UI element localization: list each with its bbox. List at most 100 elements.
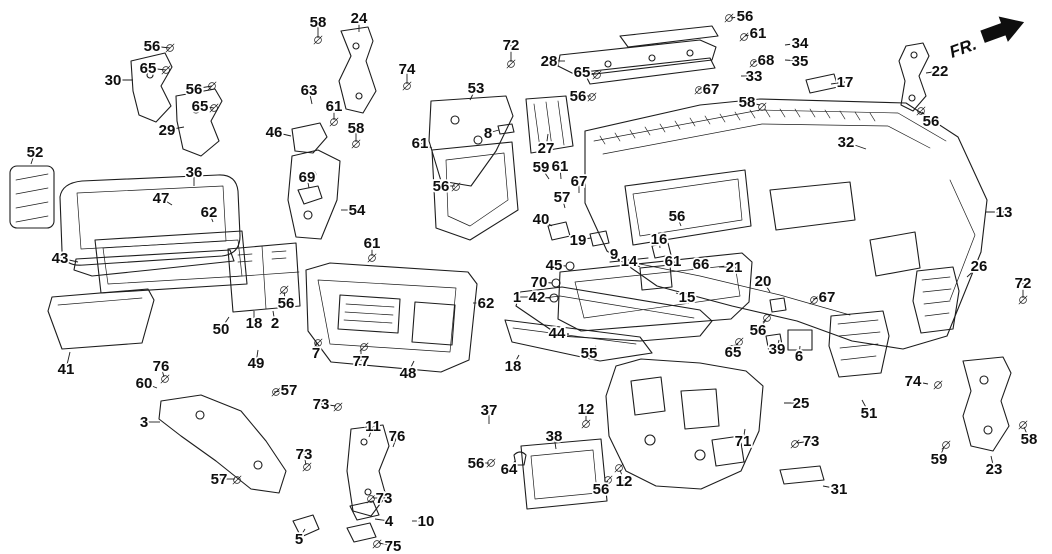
part-number-label: 3 — [140, 414, 148, 431]
part-number-label: 27 — [538, 140, 555, 157]
part-number-label: 66 — [693, 256, 710, 273]
part-number-label: 40 — [533, 211, 550, 228]
part-number-label: 35 — [792, 53, 809, 70]
part-number-label: 61 — [665, 253, 682, 270]
part-number-label: 65 — [140, 60, 157, 77]
fastener-icon — [592, 70, 602, 80]
leader-line — [30, 151, 36, 165]
part-22-bracket — [898, 42, 930, 112]
leader-line — [658, 238, 661, 249]
part-number-label: 29 — [159, 122, 176, 139]
part-number-label: 26 — [971, 258, 988, 275]
leader-line — [283, 291, 287, 304]
part-number-label: 58 — [348, 120, 365, 137]
leader-line — [419, 142, 433, 149]
leader-line — [65, 351, 71, 370]
leader-line — [762, 280, 771, 293]
part-number-label: 13 — [996, 204, 1013, 221]
part-number-label: 72 — [1015, 275, 1032, 292]
part-number-label: 58 — [310, 14, 327, 31]
leader-line — [298, 528, 306, 540]
part-number-label: 24 — [351, 10, 368, 27]
leader-line — [672, 260, 680, 268]
leader-line — [166, 126, 185, 131]
fastener-icon — [313, 338, 323, 348]
part-number-label: 16 — [651, 231, 668, 248]
part-13-instrument-panel — [584, 98, 988, 350]
part-number-label: 77 — [353, 353, 370, 370]
leader-line — [776, 339, 780, 350]
part-29-30-brackets — [130, 52, 223, 157]
part-number-label: 51 — [861, 405, 878, 422]
fastener-icon — [790, 439, 800, 449]
leader-line — [272, 310, 276, 324]
part-number-label: 22 — [932, 63, 949, 80]
part-number-label: 11 — [365, 418, 381, 435]
leader-line — [147, 67, 167, 71]
part-number-label: 48 — [400, 365, 417, 382]
leader-line — [59, 257, 79, 263]
leader-line — [199, 105, 215, 109]
part-4-5-75-small-brackets — [292, 500, 380, 543]
part-number-label: 30 — [105, 72, 122, 89]
leader-line — [577, 237, 592, 241]
part-number-label: 31 — [831, 481, 848, 498]
part-number-label: 5 — [295, 531, 303, 548]
leader-line — [545, 133, 549, 149]
part-number-label: 71 — [735, 433, 752, 450]
part-27-defroster-vent — [525, 95, 574, 154]
part-23-bracket — [962, 356, 1012, 452]
part-number-label: 12 — [578, 401, 595, 418]
leader-line — [619, 469, 625, 482]
leader-line — [784, 59, 801, 62]
leader-line — [752, 59, 767, 63]
fastener-icon — [809, 295, 819, 305]
part-number-label: 56 — [570, 88, 587, 105]
part-number-label: 32 — [838, 134, 855, 151]
part-number-label: 23 — [986, 461, 1003, 478]
leader-line — [540, 218, 553, 227]
part-number-label: 73 — [296, 446, 313, 463]
part-number-label: 74 — [399, 61, 416, 78]
leader-line — [742, 428, 746, 442]
part-number-label: 61 — [326, 98, 343, 115]
part-48-center-panel — [305, 262, 478, 373]
part-number-label: 57 — [281, 382, 298, 399]
fastener-icon — [734, 337, 744, 347]
part-53-bracket — [428, 95, 519, 241]
leader-line — [912, 380, 929, 385]
fastener-icon — [749, 58, 759, 68]
part-54-bracket — [287, 122, 341, 240]
part-number-label: 64 — [501, 461, 518, 478]
leader-line — [921, 111, 932, 122]
part-number-label: 46 — [266, 124, 283, 141]
part-number-label: 10 — [418, 513, 435, 530]
part-51-vent — [828, 310, 890, 378]
part-number-label: 39 — [769, 341, 786, 358]
fastener-icon — [762, 313, 772, 323]
part-number-label: 62 — [478, 295, 495, 312]
part-number-label: 59 — [533, 159, 550, 176]
leader-line — [160, 365, 165, 378]
fastener-icon — [581, 419, 591, 429]
fastener-icons — [160, 13, 1028, 549]
part-24-bracket — [338, 26, 377, 114]
fastener-icon — [587, 92, 597, 102]
part-number-label: 73 — [803, 433, 820, 450]
leader-line — [553, 264, 567, 267]
part-number-label: 73 — [313, 396, 330, 413]
leader-line — [193, 85, 213, 90]
leader-line — [561, 196, 566, 209]
leader-line — [730, 15, 746, 19]
part-number-label: 61 — [412, 135, 429, 152]
part-number-label: 69 — [299, 169, 316, 186]
part-17-plate — [805, 73, 839, 94]
part-number-label: 4 — [385, 513, 394, 530]
part-number-label: 76 — [153, 358, 170, 375]
leader-line — [796, 440, 812, 444]
part-number-label: 56 — [737, 8, 754, 25]
part-number-label: 59 — [931, 451, 948, 468]
fastener-icon — [302, 462, 312, 472]
leader-line — [966, 265, 980, 278]
